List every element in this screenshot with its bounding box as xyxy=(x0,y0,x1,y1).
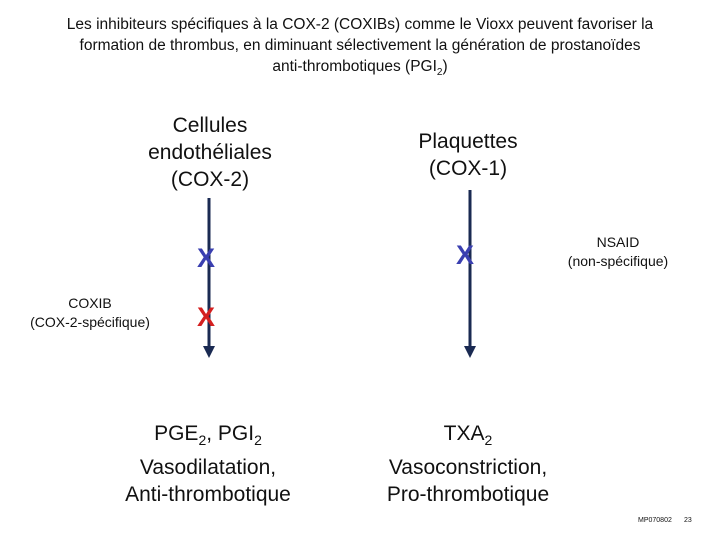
coxib-label: COXIB (COX-2-spécifique) xyxy=(30,295,150,330)
arrows-group xyxy=(203,190,476,358)
block-mark-left-lower: X xyxy=(197,302,216,332)
title-line-3: anti-thrombotiques (PGI2) xyxy=(272,58,448,79)
platelets-label: Plaquettes (COX-1) xyxy=(418,130,518,180)
prostacyclin-outcome-label: PGE2, PGI2 Vasodilatation, Anti-thrombot… xyxy=(88,420,328,508)
pge-pgi-line: PGE2, PGI2 xyxy=(154,422,262,449)
right-pathway-arrow-head xyxy=(464,346,476,358)
block-mark-left-upper: X xyxy=(197,243,216,273)
endothelial-cells-label: Cellules endothéliales (COX-2) xyxy=(148,114,272,191)
slide-title: Les inhibiteurs spécifiques à la COX-2 (… xyxy=(10,14,710,83)
txa-line: TXA2 xyxy=(443,422,493,449)
title-line-2: formation de thrombus, en diminuant séle… xyxy=(79,37,641,54)
left-pathway-arrow-head xyxy=(203,346,215,358)
block-mark-right: X xyxy=(456,240,475,270)
title-line-1: Les inhibiteurs spécifiques à la COX-2 (… xyxy=(66,16,654,33)
footer-code: MP070802 xyxy=(638,517,672,524)
nsaid-label: NSAID (non-spécifique) xyxy=(567,234,669,269)
footer-page-number: 23 xyxy=(684,517,692,524)
thromboxane-outcome-label: TXA2 Vasoconstriction, Pro-thrombotique xyxy=(348,420,588,508)
